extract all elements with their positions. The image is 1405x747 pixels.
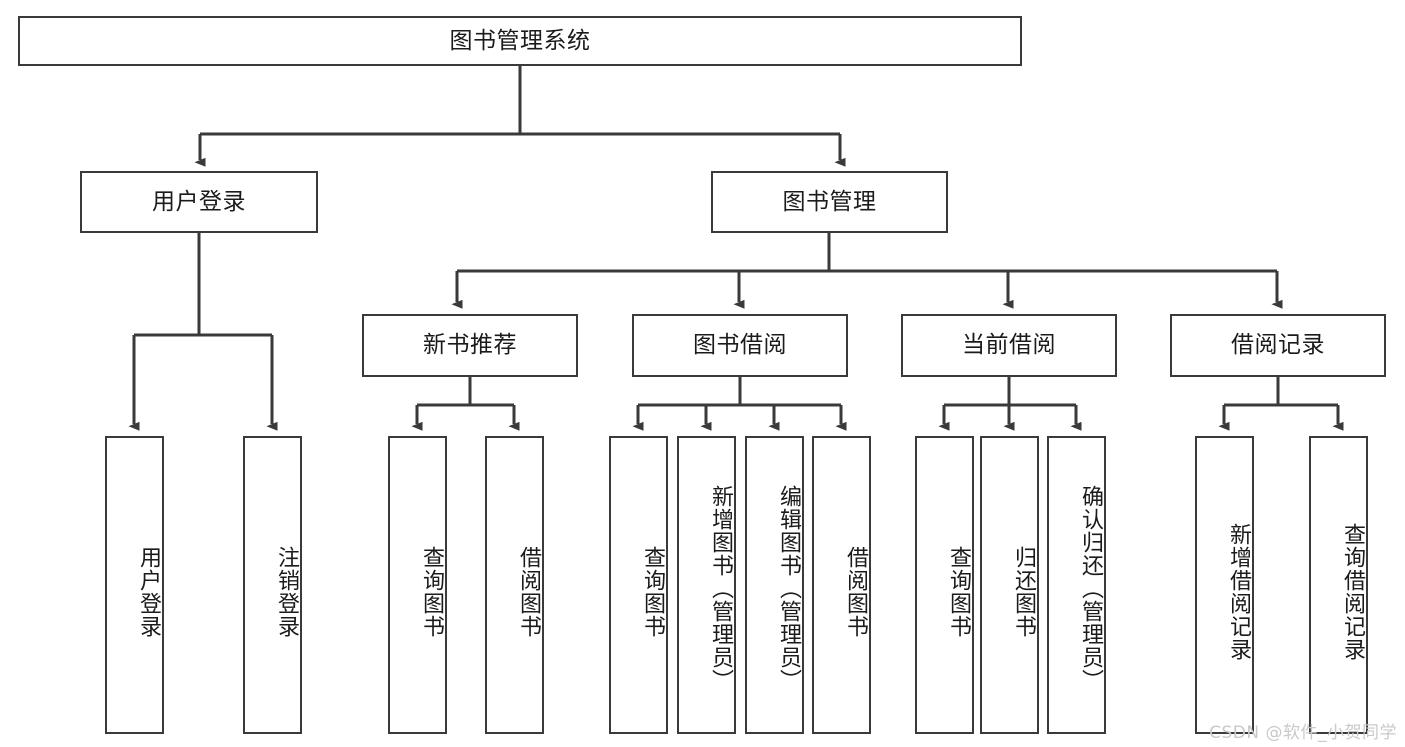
leaf-label: 查询图书 [640,546,665,638]
leaf-new-book-borrow-book[interactable]: 借阅图书 [485,436,544,734]
node-current-borrow[interactable]: 当前借阅 [901,314,1117,377]
leaf-label: 查询图书 [946,546,971,638]
leaf-book-borrow-add-book-admin[interactable]: 新增图书（管理员） [677,436,736,734]
leaf-book-borrow-borrow-book[interactable]: 借阅图书 [812,436,871,734]
node-new-book-recommend[interactable]: 新书推荐 [362,314,578,377]
node-root-system[interactable]: 图书管理系统 [18,16,1022,66]
node-user-login-label: 用户登录 [152,188,246,215]
node-current-borrow-label: 当前借阅 [962,332,1056,359]
leaf-label: 新增借阅记录 [1226,523,1251,661]
leaf-label: 编辑图书（管理员） [776,484,801,692]
leaf-current-borrow-query-book[interactable]: 查询图书 [915,436,974,734]
node-borrow-record-label: 借阅记录 [1231,332,1325,359]
csdn-watermark: CSDN @软件_小贺同学 [1209,723,1397,743]
leaf-label: 用户登录 [136,546,161,638]
leaf-label: 归还图书 [1011,546,1036,638]
leaf-user-login-login[interactable]: 用户登录 [105,436,164,734]
leaf-label: 新增图书（管理员） [708,484,733,692]
leaf-current-borrow-return-book[interactable]: 归还图书 [980,436,1039,734]
node-book-management[interactable]: 图书管理 [711,171,948,233]
node-root-label: 图书管理系统 [449,27,591,54]
node-user-login[interactable]: 用户登录 [80,171,318,233]
node-borrow-record[interactable]: 借阅记录 [1170,314,1386,377]
leaf-current-borrow-confirm-return-admin[interactable]: 确认归还（管理员） [1047,436,1106,734]
leaf-user-login-logout[interactable]: 注销登录 [243,436,302,734]
node-book-borrow-label: 图书借阅 [693,332,787,359]
leaf-label: 借阅图书 [516,546,541,638]
leaf-label: 借阅图书 [843,546,868,638]
leaf-label: 查询借阅记录 [1340,523,1365,661]
leaf-borrow-record-add-record[interactable]: 新增借阅记录 [1195,436,1254,734]
leaf-book-borrow-query-book[interactable]: 查询图书 [609,436,668,734]
leaf-label: 注销登录 [274,546,299,638]
node-new-book-recommend-label: 新书推荐 [423,332,517,359]
node-book-management-label: 图书管理 [782,188,877,215]
leaf-label: 确认归还（管理员） [1078,484,1103,692]
node-book-borrow[interactable]: 图书借阅 [632,314,848,377]
leaf-label: 查询图书 [419,546,444,638]
leaf-book-borrow-edit-book-admin[interactable]: 编辑图书（管理员） [745,436,804,734]
leaf-new-book-query-book[interactable]: 查询图书 [388,436,447,734]
leaf-borrow-record-query-record[interactable]: 查询借阅记录 [1309,436,1368,734]
